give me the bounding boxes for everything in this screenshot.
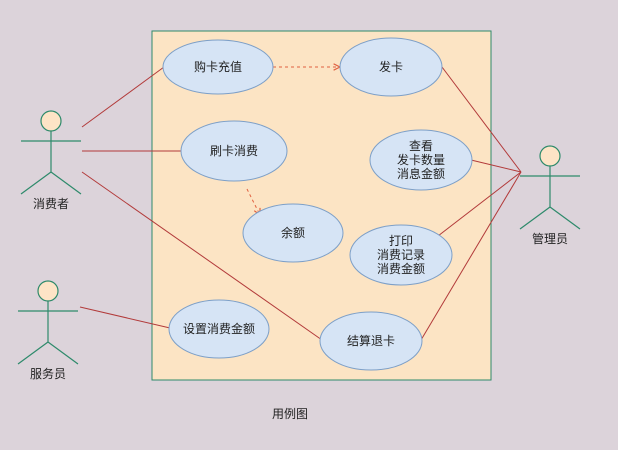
usecase-ellipse: [180, 120, 288, 182]
usecase-settle[interactable]: 结算退卡: [319, 311, 423, 371]
usecase-balance[interactable]: 余额: [242, 203, 344, 263]
usecase-label: 消费记录: [377, 248, 425, 262]
usecase-label: 结算退卡: [347, 333, 395, 348]
usecase-issue-card[interactable]: 发卡: [339, 37, 443, 97]
usecase-ellipse: [319, 311, 423, 371]
actor-body: [20, 131, 82, 195]
assoc-server-set-amount: [79, 306, 171, 329]
actor-label: 管理员: [532, 231, 568, 246]
actor-head: [40, 110, 62, 132]
usecase-swipe[interactable]: 刷卡消费: [180, 120, 288, 182]
actor-body: [519, 166, 581, 230]
use-cases: 购卡充值发卡刷卡消费查看发卡数量消息金额余额打印消费记录消费金额设置消费金额结算…: [162, 37, 473, 371]
usecase-label: 设置消费金额: [183, 321, 255, 336]
diagram-caption: 用例图: [272, 407, 308, 421]
usecase-label: 购卡充值: [194, 59, 242, 74]
assoc-query-manager: [470, 159, 522, 173]
assoc-consumer-buy-card: [81, 66, 165, 128]
usecase-label: 消息金额: [397, 166, 445, 181]
dependencies: [246, 67, 340, 215]
usecase-buy-card[interactable]: 购卡充值: [162, 39, 274, 95]
usecase-label: 发卡: [379, 59, 403, 74]
usecase-label: 打印: [389, 234, 413, 248]
dep-swipe-balance: [246, 188, 260, 215]
actor-server[interactable]: 服务员: [17, 280, 79, 381]
usecase-label: 发卡数量: [397, 152, 445, 167]
actor-manager[interactable]: 管理员: [519, 145, 581, 246]
usecase-ellipse: [168, 299, 270, 359]
usecase-label: 消费金额: [377, 261, 425, 276]
usecase-label: 余额: [281, 225, 305, 240]
usecase-set-amount[interactable]: 设置消费金额: [168, 299, 270, 359]
assoc-issue-card-manager: [441, 66, 522, 173]
usecase-label: 查看: [409, 139, 433, 153]
assoc-print-manager: [437, 171, 522, 237]
usecase-ellipse: [349, 224, 453, 286]
actor-head: [539, 145, 561, 167]
actor-consumer[interactable]: 消费者: [20, 110, 82, 211]
assoc-settle-manager: [420, 171, 522, 341]
usecase-ellipse: [162, 39, 274, 95]
actor-head: [37, 280, 59, 302]
usecase-label: 刷卡消费: [210, 144, 258, 158]
actor-label: 消费者: [33, 197, 69, 211]
associations: [79, 66, 522, 341]
actor-body: [17, 301, 79, 365]
actor-label: 服务员: [30, 366, 66, 381]
usecase-ellipse: [242, 203, 344, 263]
assoc-consumer-settle: [81, 171, 323, 341]
usecase-ellipse: [369, 129, 473, 191]
usecase-ellipse: [339, 37, 443, 97]
